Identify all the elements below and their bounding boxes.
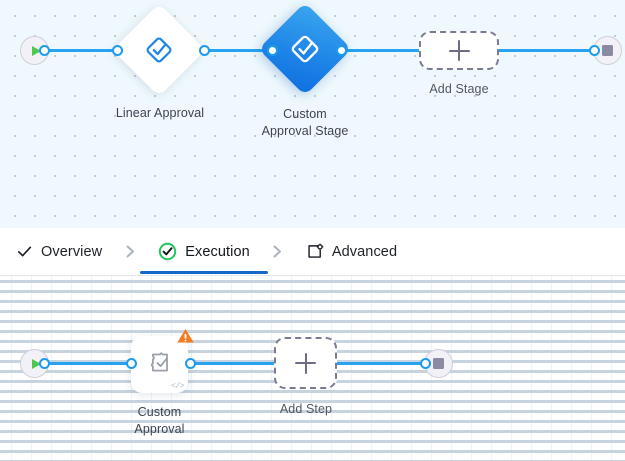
- stage-label-linear-approval: Linear Approval: [115, 106, 205, 120]
- stop-icon: [433, 358, 444, 369]
- check-circle-icon: [158, 242, 177, 261]
- tab-overview-label: Overview: [41, 243, 103, 260]
- chevron-right-icon: [252, 244, 304, 259]
- approval-diamond-icon: [144, 35, 174, 65]
- plus-icon: [295, 352, 316, 374]
- tab-overview[interactable]: Overview: [14, 228, 104, 275]
- chevron-right-icon: [104, 244, 156, 259]
- tab-execution[interactable]: Execution: [140, 228, 268, 275]
- port-linear-approval-out[interactable]: [199, 45, 210, 56]
- plus-icon: [448, 40, 470, 61]
- tab-execution-label: Execution: [185, 243, 250, 260]
- puzzle-check-icon: [145, 347, 175, 382]
- port-custom-approval-step-in[interactable]: [126, 358, 137, 369]
- add-stage-button[interactable]: [419, 31, 499, 70]
- stage-flow-canvas[interactable]: Linear Approval Custom Approval Stage Ad…: [0, 0, 625, 228]
- edge-add-step-to-end: [336, 362, 425, 365]
- step-node-custom-approval[interactable]: </>: [131, 328, 194, 393]
- step-flow-canvas[interactable]: </> Custom Approval Add Step: [0, 275, 625, 461]
- wizard-tabs: Overview Execution: [0, 228, 625, 275]
- warning-triangle-icon[interactable]: [176, 327, 195, 350]
- port-step-start-out[interactable]: [39, 358, 50, 369]
- step-label-custom-approval: Custom Approval: [134, 405, 185, 436]
- port-custom-approval-stage-out[interactable]: [336, 45, 347, 56]
- play-icon: [31, 358, 41, 369]
- step-start-node[interactable]: [20, 349, 49, 378]
- stop-icon: [602, 45, 613, 56]
- add-step-button[interactable]: [274, 337, 337, 389]
- stage-label-custom-approval-stage: Custom Approval Stage: [261, 107, 349, 138]
- edge-custom-approval-to-add-stage: [341, 49, 425, 52]
- add-stage-label: Add Stage: [429, 82, 489, 96]
- port-custom-approval-stage-in[interactable]: [267, 45, 278, 56]
- tab-advanced[interactable]: Advanced: [304, 228, 399, 275]
- stage-node-linear-approval[interactable]: [112, 3, 206, 97]
- check-icon: [16, 243, 33, 260]
- stage-node-custom-approval-stage[interactable]: [258, 2, 352, 96]
- advanced-settings-icon: [306, 242, 324, 261]
- edge-linear-to-custom-approval: [204, 49, 272, 52]
- port-stage-end-in[interactable]: [589, 45, 600, 56]
- port-linear-approval-in[interactable]: [112, 45, 123, 56]
- stage-start-node[interactable]: [20, 36, 49, 65]
- port-step-end-in[interactable]: [420, 358, 431, 369]
- port-custom-approval-step-out[interactable]: [185, 358, 196, 369]
- step-end-node[interactable]: [424, 349, 453, 378]
- edge-custom-approval-step-to-add-step: [190, 362, 275, 365]
- approval-diamond-icon: [289, 33, 321, 65]
- play-icon: [31, 45, 41, 56]
- tab-advanced-label: Advanced: [331, 243, 398, 260]
- port-stage-start-out[interactable]: [39, 45, 50, 56]
- edge-add-stage-to-end: [497, 49, 594, 52]
- add-step-label: Add Step: [279, 402, 333, 416]
- edge-start-to-linear-approval: [43, 49, 115, 52]
- edge-start-to-custom-approval-step: [43, 362, 134, 365]
- code-snippet-icon: </>: [171, 382, 184, 391]
